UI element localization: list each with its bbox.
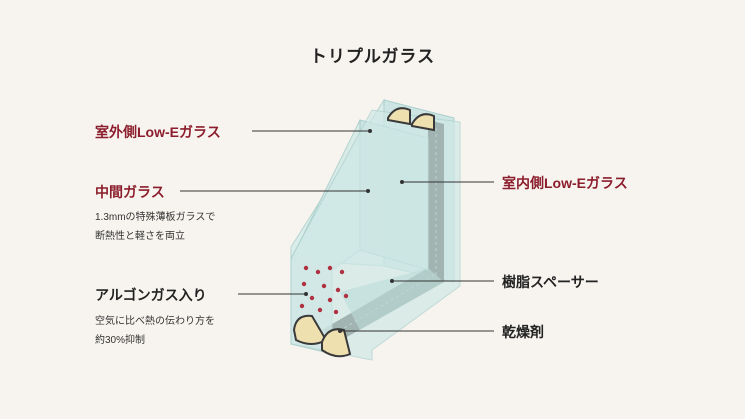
argon-gas-dots — [299, 265, 349, 315]
label-inner-lowe-glass: 室内側Low-Eガラス — [502, 175, 628, 191]
argon-desc-2: 約30%抑制 — [95, 335, 146, 346]
label-argon-gas: アルゴンガス入り — [95, 287, 207, 303]
middle-glass-desc-1: 1.3mmの特殊薄板ガラスで — [95, 212, 216, 223]
label-middle-glass: 中間ガラス — [95, 184, 165, 200]
leader-lines — [180, 130, 494, 332]
leader-dots — [304, 129, 404, 333]
desiccant-top — [387, 107, 435, 132]
desiccant-bottom — [292, 314, 352, 358]
diagram-title: トリプルガラス — [309, 47, 436, 66]
argon-desc-1: 空気に比べ熱の伝わり方を — [95, 316, 215, 327]
label-outer-lowe-glass: 室外側Low-Eガラス — [95, 124, 221, 140]
label-desiccant: 乾燥剤 — [502, 324, 544, 340]
middle-glass-desc-2: 断熱性と軽さを両立 — [95, 231, 185, 242]
inner-glass-pane — [290, 109, 461, 361]
label-resin-spacer: 樹脂スペーサー — [502, 274, 599, 290]
